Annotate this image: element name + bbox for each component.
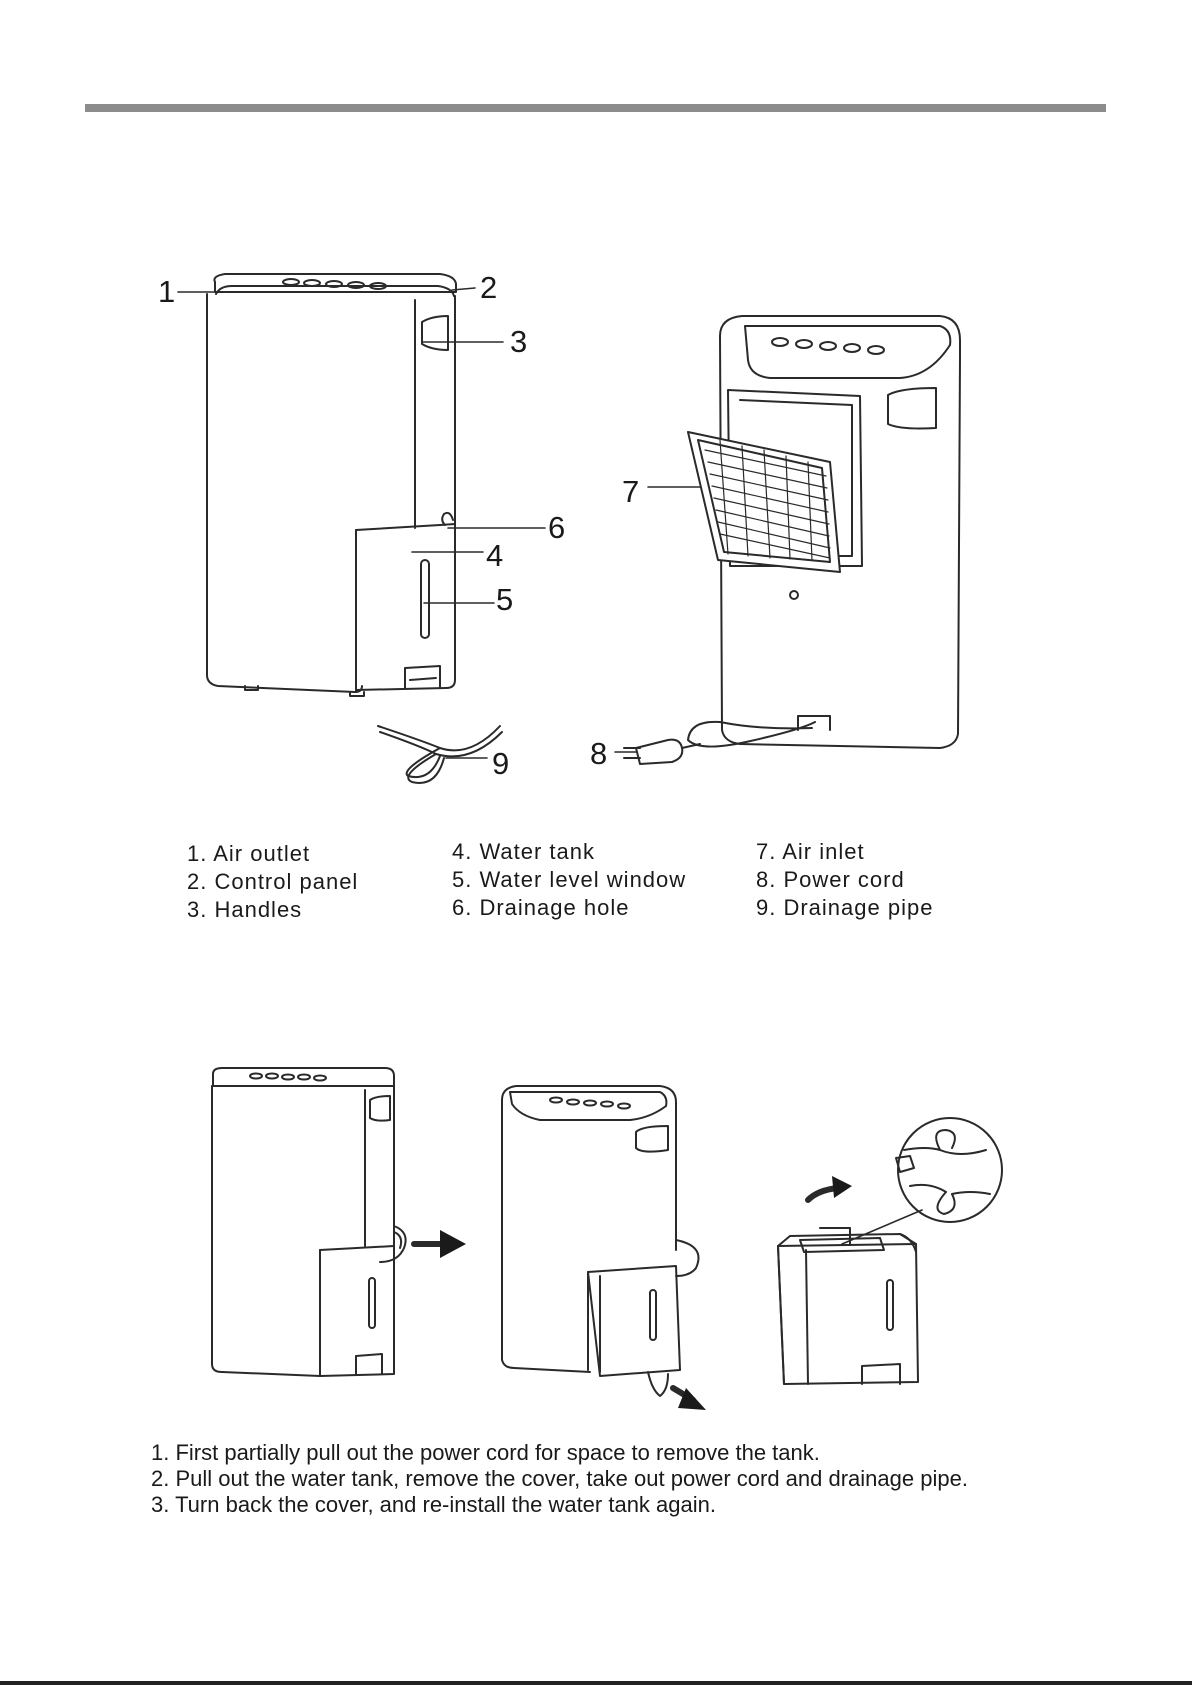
- arrow-right-head-icon: [440, 1230, 466, 1258]
- arrow-down-right-head-icon: [678, 1388, 706, 1410]
- callout-3: 3: [510, 324, 528, 359]
- callout-6: 6: [548, 510, 566, 545]
- callout-7: 7: [622, 474, 640, 509]
- legend-item: 4. Water tank: [452, 839, 596, 864]
- legend-item: 5. Water level window: [452, 867, 687, 892]
- legend-item: 2. Control panel: [187, 869, 359, 894]
- arrow-curved-icon: [832, 1176, 852, 1198]
- step-one-illustration: [211, 1067, 407, 1377]
- legend-item: 6. Drainage hole: [452, 895, 630, 920]
- callout-1: 1: [158, 274, 176, 309]
- callout-2: 2: [480, 270, 498, 305]
- callout-8: 8: [590, 736, 608, 771]
- header-rule: [85, 104, 1106, 112]
- legend-item: 3. Handles: [187, 897, 303, 922]
- legend-item: 7. Air inlet: [756, 839, 865, 864]
- parts-legend-column-3: 7. Air inlet 8. Power cord 9. Drainage p…: [756, 838, 933, 922]
- step-text: 1. First partially pull out the power co…: [151, 1440, 820, 1465]
- instruction-steps: 1. First partially pull out the power co…: [151, 1440, 968, 1518]
- callout-leader-lines: [177, 287, 701, 759]
- drainage-pipe-illustration: [377, 725, 503, 784]
- legend-item: 8. Power cord: [756, 867, 905, 892]
- legend-item: 1. Air outlet: [187, 841, 311, 866]
- front-view-illustration: [206, 273, 457, 697]
- step-text: 3. Turn back the cover, and re-install t…: [151, 1492, 716, 1517]
- callout-5: 5: [496, 582, 514, 617]
- step-three-illustration: [777, 1117, 1003, 1385]
- page-bottom-edge: [0, 1681, 1192, 1685]
- legend-item: 9. Drainage pipe: [756, 895, 934, 920]
- power-plug-illustration: [623, 738, 701, 765]
- callout-4: 4: [486, 538, 504, 573]
- step-text: 2. Pull out the water tank, remove the c…: [151, 1466, 968, 1491]
- step-two-illustration: [501, 1085, 700, 1397]
- parts-legend-column-2: 4. Water tank 5. Water level window 6. D…: [452, 838, 686, 922]
- callout-9: 9: [492, 746, 510, 781]
- parts-legend-column-1: 1. Air outlet 2. Control panel 3. Handle…: [187, 840, 358, 924]
- rear-view-illustration: [687, 315, 961, 749]
